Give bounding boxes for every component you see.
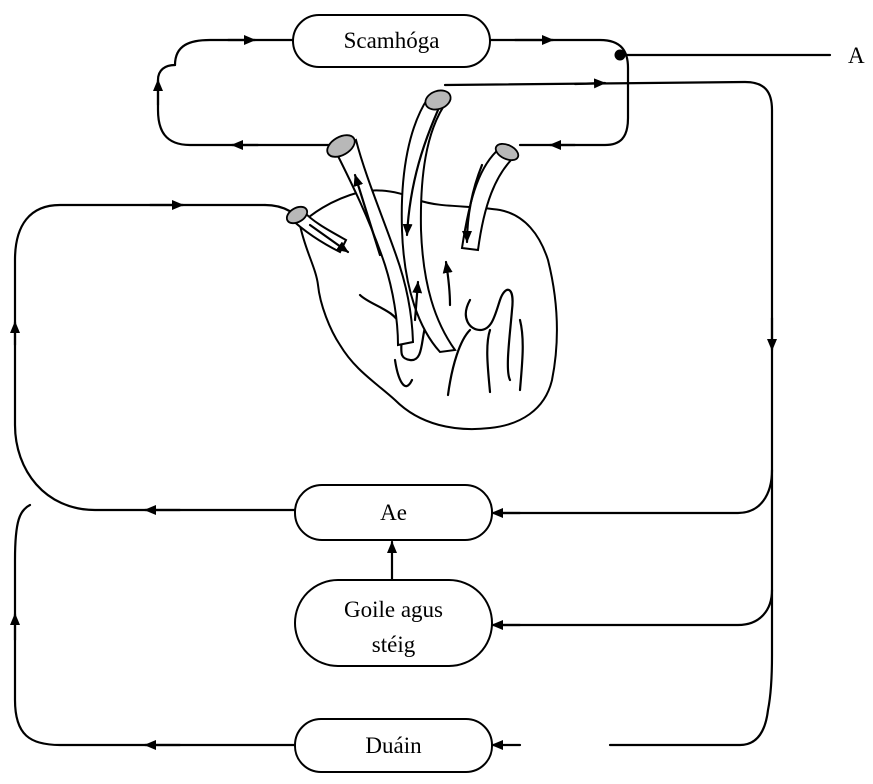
gut-label-line1: Goile agus bbox=[344, 597, 443, 622]
pulmonary-vein bbox=[460, 146, 517, 252]
systemic-vein-path bbox=[10, 200, 397, 750]
gut-label-line2: stéig bbox=[372, 632, 416, 657]
lungs-label: Scamhóga bbox=[344, 28, 440, 53]
kidneys-label: Duáin bbox=[365, 733, 422, 758]
pulmonary-artery-opening bbox=[326, 134, 356, 158]
systemic-artery-path bbox=[443, 78, 777, 750]
point-a-marker: A bbox=[614, 43, 865, 68]
gut-box: Goile agus stéig bbox=[294, 579, 493, 667]
heart-septum bbox=[358, 293, 430, 362]
liver-box: Ae bbox=[294, 484, 493, 541]
point-a-label: A bbox=[848, 43, 865, 68]
heart bbox=[285, 89, 558, 431]
vena-cava-opening bbox=[285, 205, 309, 225]
kidneys-box: Duáin bbox=[294, 718, 493, 773]
pulmonary-vein-opening bbox=[494, 142, 520, 162]
pulmonary-circuit bbox=[153, 35, 630, 150]
lungs-box: Scamhóga bbox=[292, 14, 491, 68]
aorta-opening bbox=[424, 89, 452, 111]
liver-label: Ae bbox=[380, 500, 407, 525]
